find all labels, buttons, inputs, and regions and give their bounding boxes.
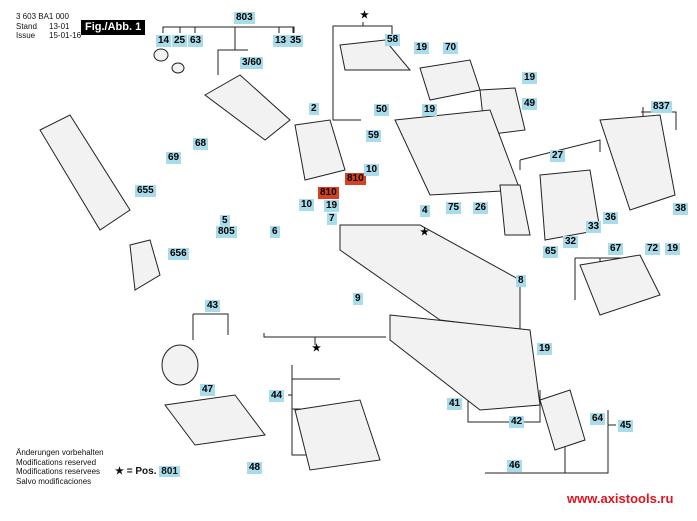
callout-810-highlight[interactable]: 810	[318, 187, 339, 199]
part-837-end-cap	[599, 114, 676, 211]
callout-67[interactable]: 67	[608, 243, 624, 255]
callout-19[interactable]: 19	[324, 200, 340, 212]
callout-3-60[interactable]: 3/60	[240, 57, 264, 69]
bracket-43	[192, 313, 229, 340]
note-line: Salvo modificaciones	[16, 476, 92, 486]
part-26-gear	[499, 184, 531, 236]
watermark-url[interactable]: www.axistools.ru	[567, 491, 674, 506]
callout-38[interactable]: 38	[673, 203, 689, 215]
star-icon: ★	[115, 466, 124, 477]
note-line: Änderungen vorbehalten	[16, 448, 104, 457]
callout-26[interactable]: 26	[473, 202, 489, 214]
part-44-frame	[294, 399, 381, 471]
callout-69[interactable]: 69	[166, 152, 182, 164]
callout-64[interactable]: 64	[590, 413, 606, 425]
part-base-plate	[389, 314, 541, 411]
callout-5[interactable]: 5	[220, 215, 230, 227]
callout-7[interactable]: 7	[327, 213, 337, 225]
callout-9[interactable]: 9	[353, 293, 363, 305]
callout-41[interactable]: 41	[447, 398, 463, 410]
callout-14[interactable]: 14	[156, 35, 172, 47]
callout-58[interactable]: 58	[385, 34, 401, 46]
callout-10[interactable]: 10	[299, 199, 315, 211]
callout-32[interactable]: 32	[563, 236, 579, 248]
callout-19[interactable]: 19	[522, 72, 538, 84]
bracket-44	[288, 365, 340, 456]
callout-803[interactable]: 803	[234, 12, 255, 24]
callout-10[interactable]: 10	[364, 164, 380, 176]
callout-68[interactable]: 68	[193, 138, 209, 150]
note-line: Modifications reserved	[16, 457, 97, 467]
part-70-cover	[419, 59, 481, 101]
legend-pos-801[interactable]: 801	[159, 466, 180, 477]
callout-36[interactable]: 36	[603, 212, 619, 224]
callout-46[interactable]: 46	[507, 460, 523, 472]
callout-19[interactable]: 19	[537, 343, 553, 355]
callout-25[interactable]: 25	[172, 35, 188, 47]
callout-49[interactable]: 49	[522, 98, 538, 110]
callout-43[interactable]: 43	[205, 300, 221, 312]
callout-45[interactable]: 45	[618, 420, 634, 432]
callout-65[interactable]: 65	[543, 246, 559, 258]
callout-70[interactable]: 70	[443, 42, 459, 54]
bracket-3-60	[217, 27, 248, 75]
callout-8[interactable]: 8	[516, 275, 526, 287]
part-main-housing	[339, 224, 521, 331]
callout-837[interactable]: 837	[651, 101, 672, 113]
star-marker: ★	[360, 10, 369, 21]
callout-655[interactable]: 655	[135, 185, 156, 197]
bracket-42	[467, 390, 541, 423]
part-number: 3 603 BA1 000	[16, 12, 69, 21]
callout-810-highlight[interactable]: 810	[345, 173, 366, 185]
callout-59[interactable]: 59	[366, 130, 382, 142]
legend-text: = Pos.	[126, 466, 157, 477]
callout-19[interactable]: 19	[665, 243, 681, 255]
modifications-notes: Änderungen vorbehalten Modifications res…	[16, 448, 104, 486]
callout-6[interactable]: 6	[270, 226, 280, 238]
part-43-roller	[161, 344, 199, 386]
part-14	[153, 48, 169, 62]
issue-label: Issue	[16, 31, 36, 40]
callout-805[interactable]: 805	[216, 226, 237, 238]
callout-44[interactable]: 44	[269, 390, 285, 402]
callout-27[interactable]: 27	[550, 150, 566, 162]
stand-label: Stand	[16, 22, 37, 31]
part-25	[171, 62, 185, 74]
issue-value: 15-01-16	[49, 31, 82, 40]
bracket-27	[519, 139, 601, 170]
callout-33[interactable]: 33	[586, 221, 602, 233]
callout-656[interactable]: 656	[168, 248, 189, 260]
callout-75[interactable]: 75	[446, 202, 462, 214]
star-marker: ★	[420, 227, 429, 238]
part-67-switch	[579, 254, 661, 316]
callout-42[interactable]: 42	[509, 416, 525, 428]
callout-63[interactable]: 63	[188, 35, 204, 47]
callout-19[interactable]: 19	[414, 42, 430, 54]
note-line: Modifications reservees	[16, 467, 101, 476]
part-47-sheet	[164, 394, 266, 446]
callout-47[interactable]: 47	[200, 384, 216, 396]
callout-50[interactable]: 50	[374, 104, 390, 116]
callout-2[interactable]: 2	[309, 103, 319, 115]
callout-13[interactable]: 13	[273, 35, 289, 47]
callout-48[interactable]: 48	[247, 462, 263, 474]
stand-value: 13-01	[49, 22, 70, 31]
callout-35[interactable]: 35	[288, 35, 304, 47]
figure-label: Fig./Abb. 1	[81, 20, 146, 35]
callout-72[interactable]: 72	[645, 243, 661, 255]
bracket-803	[162, 26, 295, 33]
part-656-adapter	[129, 239, 161, 291]
callout-4[interactable]: 4	[420, 205, 430, 217]
star-marker: ★	[312, 343, 321, 354]
callout-19[interactable]: 19	[422, 104, 438, 116]
part-655-housing	[39, 114, 131, 231]
part-armature	[204, 74, 291, 141]
bracket-star-mid	[263, 333, 386, 345]
part-45-roller	[539, 389, 586, 451]
star-legend: ★ = Pos. 801	[115, 466, 180, 477]
part-2-field	[294, 119, 346, 181]
part-58-handle	[339, 39, 412, 71]
